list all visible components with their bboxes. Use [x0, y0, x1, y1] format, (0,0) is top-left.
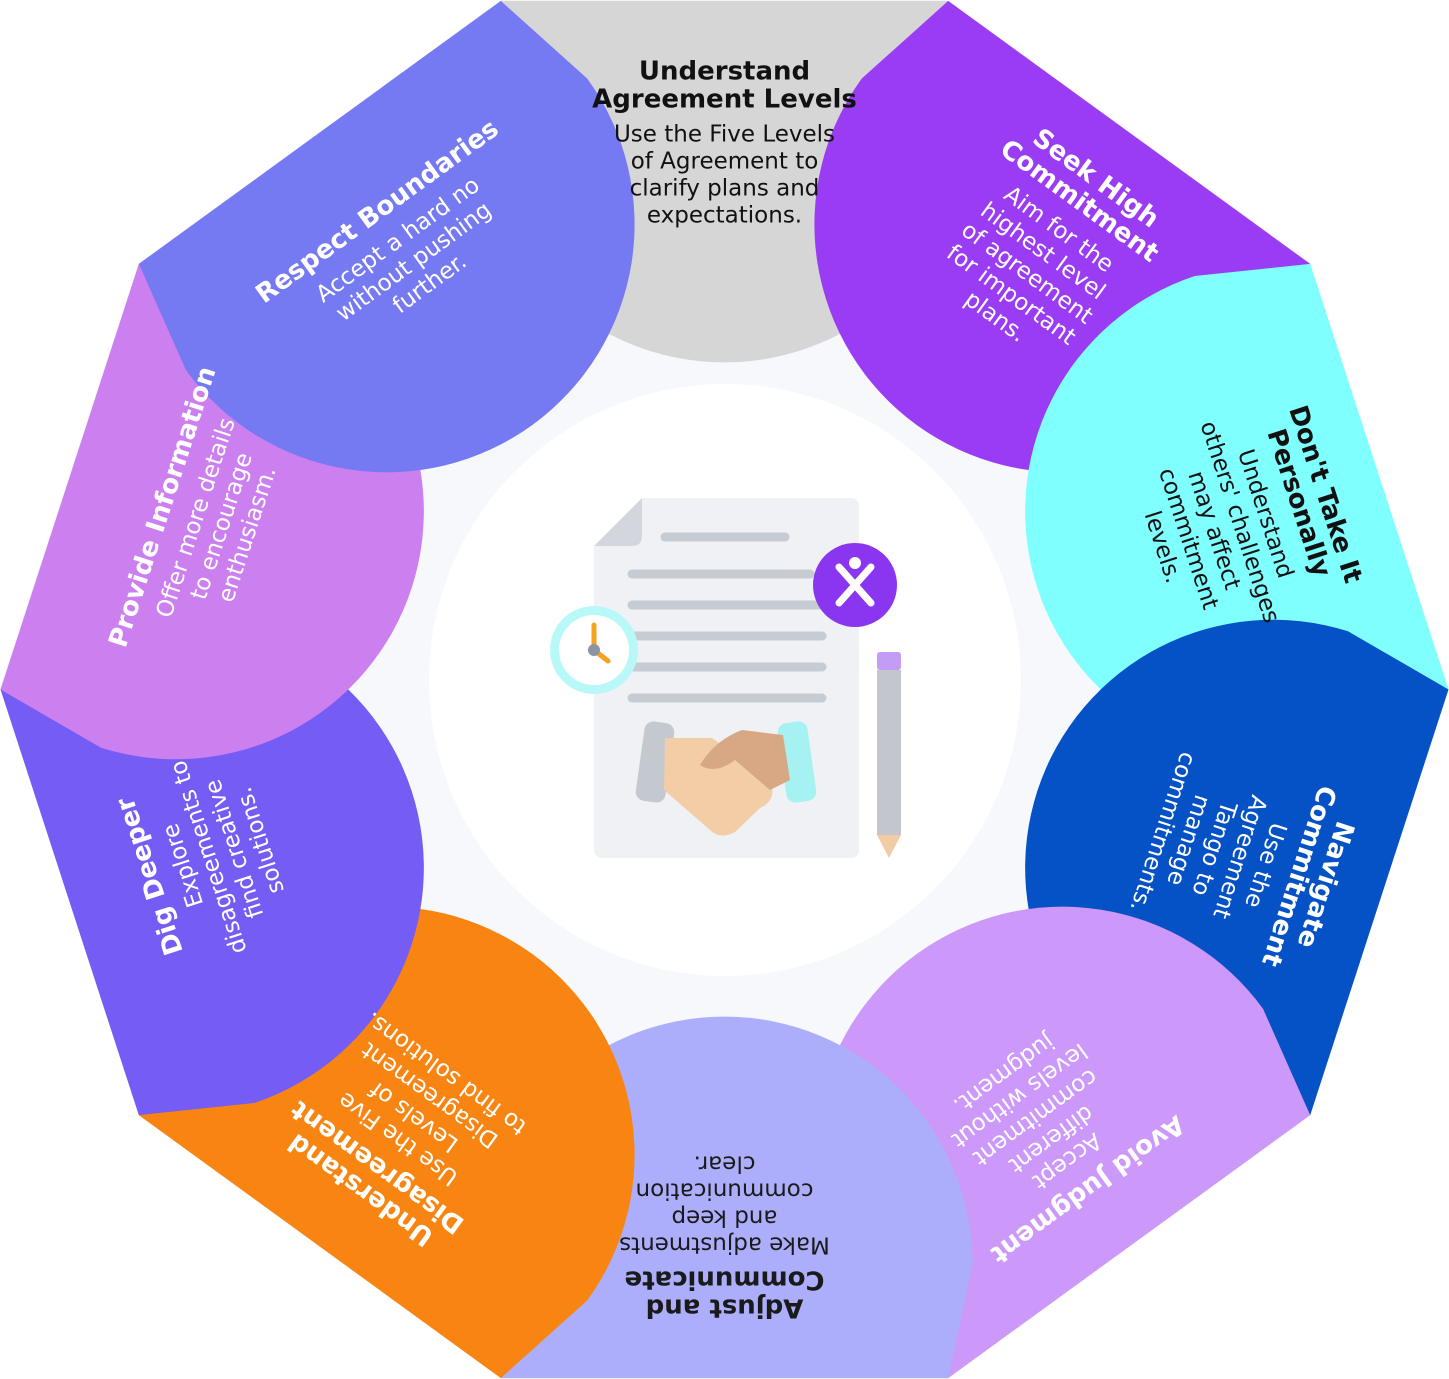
segment-respect-boundaries — [138, 0, 635, 473]
segment-description: clear. — [694, 1151, 756, 1177]
segment-description: Make adjustments — [619, 1232, 830, 1258]
segment-description: communication — [636, 1178, 814, 1204]
brand-badge-icon — [813, 543, 897, 627]
segment-description: clarify plans and — [630, 176, 820, 202]
agreement-document-handshake-icon — [550, 498, 901, 858]
handshake-icon — [635, 721, 817, 836]
clock-icon — [550, 606, 638, 694]
segment-title: Agreement Levels — [592, 85, 857, 115]
pencil-icon — [877, 652, 901, 858]
document-fold-icon — [594, 498, 642, 546]
segment-description: of Agreement to — [631, 149, 819, 175]
segment-description: Use the Five Levels — [614, 122, 835, 148]
center-hub — [429, 384, 1021, 976]
segment-title: Communicate — [624, 1265, 824, 1295]
document-lines-icon — [627, 532, 827, 703]
segment-description: expectations. — [647, 203, 802, 229]
segment-title: Understand — [639, 57, 810, 87]
segment-description: and keep — [672, 1205, 778, 1231]
segment-title: Adjust and — [646, 1293, 804, 1323]
